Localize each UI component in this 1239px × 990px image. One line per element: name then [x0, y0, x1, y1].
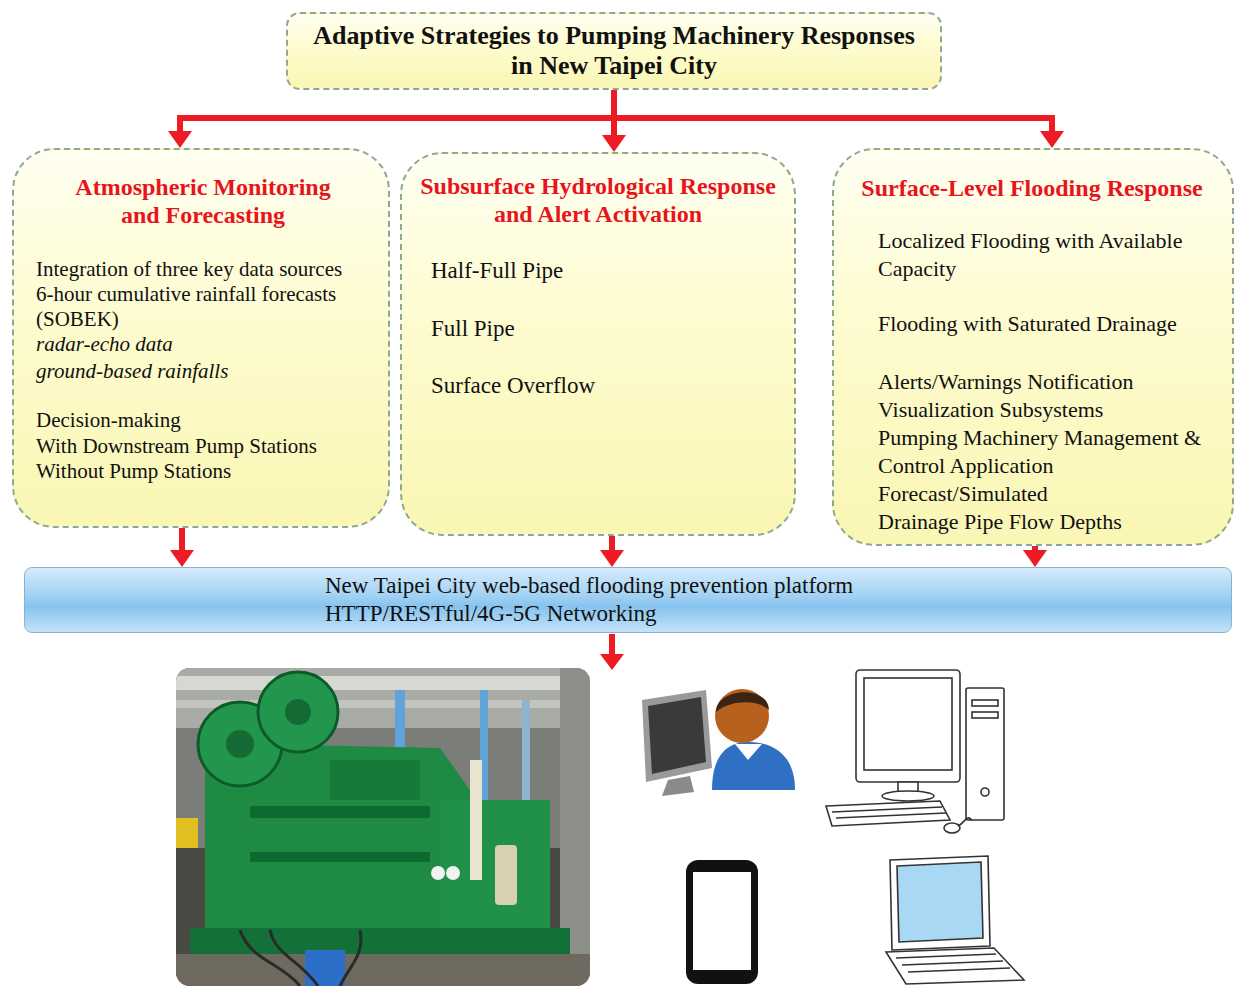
- list-item: 6-hour cumulative rainfall forecasts (SO…: [36, 282, 370, 332]
- flow-arrow: [600, 536, 624, 567]
- section-heading: Atmospheric Monitoring and Forecasting: [66, 173, 341, 229]
- engine-rail: [250, 852, 430, 862]
- section-heading: Surface-Level Flooding Response: [846, 174, 1218, 202]
- arrow-head: [602, 135, 626, 152]
- list-item: Integration of three key data sources: [36, 257, 370, 282]
- strategy-box: Surface-Level Flooding ResponseLocalized…: [832, 148, 1234, 546]
- list-item: Localized Flooding with Available Capaci…: [878, 227, 1218, 283]
- list-item: Drainage Pipe Flow Depths: [878, 508, 1218, 536]
- ceiling-pipe: [176, 676, 590, 690]
- title-box: Adaptive Strategies to Pumping Machinery…: [286, 12, 942, 90]
- flow-arrow: [170, 528, 194, 567]
- arrow-shaft: [614, 90, 1052, 134]
- power-button: [981, 788, 989, 796]
- arrow-head: [168, 131, 192, 148]
- blue-box: [305, 950, 345, 986]
- list-item: Half-Full Pipe: [431, 257, 782, 285]
- keyboard: [826, 801, 950, 826]
- cream-pipe: [470, 760, 482, 880]
- list-item: ground-based rainfalls: [36, 359, 370, 384]
- drive-bay: [972, 700, 998, 706]
- person-hair: [716, 692, 769, 712]
- fan-hub: [285, 699, 311, 725]
- gearbox: [440, 800, 550, 930]
- list-item: Surface Overflow: [431, 372, 782, 400]
- white-cap: [431, 866, 445, 880]
- section-heading: Subsurface Hydrological Response and Ale…: [414, 172, 782, 228]
- photo-ground: [176, 668, 590, 986]
- arrow-head: [1023, 550, 1047, 567]
- arrow-head: [600, 550, 624, 567]
- laptop-screen: [897, 862, 983, 942]
- platform-text: HTTP/RESTful/4G-5G Networking: [325, 600, 1221, 628]
- filter: [495, 845, 517, 905]
- list-item: Forecast/Simulated: [878, 480, 1218, 508]
- arrow-shaft: [179, 528, 185, 553]
- laptop-base: [886, 948, 1024, 984]
- fan-housing: [258, 672, 338, 752]
- person-body: [712, 742, 795, 790]
- pump-engine-photo: [176, 668, 590, 986]
- flow-arrow: [1023, 546, 1047, 567]
- list-item: Without Pump Stations: [36, 459, 370, 484]
- drive-bay: [972, 712, 998, 718]
- arrow-head: [170, 550, 194, 567]
- monitor-outline: [856, 670, 960, 782]
- list-item: Flooding with Saturated Drainage: [878, 310, 1218, 338]
- engine-rail: [250, 806, 430, 818]
- strategy-box: Subsurface Hydrological Response and Ale…: [400, 152, 796, 536]
- list-item: radar-echo data: [36, 332, 370, 357]
- laptop-icon: [886, 856, 1024, 984]
- manifold: [330, 760, 420, 800]
- cable: [340, 930, 361, 986]
- list-item: Alerts/Warnings Notification: [878, 368, 1218, 396]
- flow-arrow: [614, 90, 1064, 148]
- monitor-screen: [648, 697, 706, 774]
- phone-screen: [693, 872, 751, 970]
- platform-band: New Taipei City web-based flooding preve…: [24, 567, 1232, 633]
- title-text: Adaptive Strategies to Pumping Machinery…: [305, 21, 923, 81]
- desktop-icon: [826, 670, 1004, 833]
- tower: [966, 688, 1004, 820]
- strategy-box: Atmospheric Monitoring and ForecastingIn…: [12, 148, 390, 528]
- platform-arrow-head: [600, 654, 624, 670]
- list-item: Pumping Machinery Management & Control A…: [878, 424, 1218, 480]
- list-item: Decision-making: [36, 408, 370, 433]
- white-cap: [446, 866, 460, 880]
- arrow-shaft: [180, 90, 614, 134]
- person-collar: [735, 744, 762, 760]
- operator-icon: [642, 689, 795, 796]
- monitor-screen: [864, 678, 952, 770]
- phone-body: [686, 860, 758, 984]
- monitor-stand: [662, 776, 694, 796]
- platform-arrow-shaft: [609, 634, 615, 656]
- monitor-frame: [642, 690, 712, 782]
- keyboard-rows: [832, 807, 946, 818]
- list-item: Visualization Subsystems: [878, 396, 1218, 424]
- phone-icon: [686, 860, 758, 984]
- mouse-cord: [958, 818, 972, 826]
- cable: [270, 930, 318, 986]
- warning-sign: [176, 818, 198, 848]
- laptop-lid: [890, 856, 990, 950]
- fan-hub: [226, 730, 254, 758]
- flow-arrow: [168, 90, 614, 148]
- list-item: Full Pipe: [431, 315, 782, 343]
- laptop-keys: [896, 954, 1010, 972]
- list-item: With Downstream Pump Stations: [36, 434, 370, 459]
- floor: [176, 954, 590, 986]
- mouse: [944, 823, 960, 833]
- person-head: [715, 689, 769, 743]
- platform-text: New Taipei City web-based flooding preve…: [325, 572, 1221, 600]
- arrow-head: [1040, 131, 1064, 148]
- monitor-base: [882, 791, 934, 801]
